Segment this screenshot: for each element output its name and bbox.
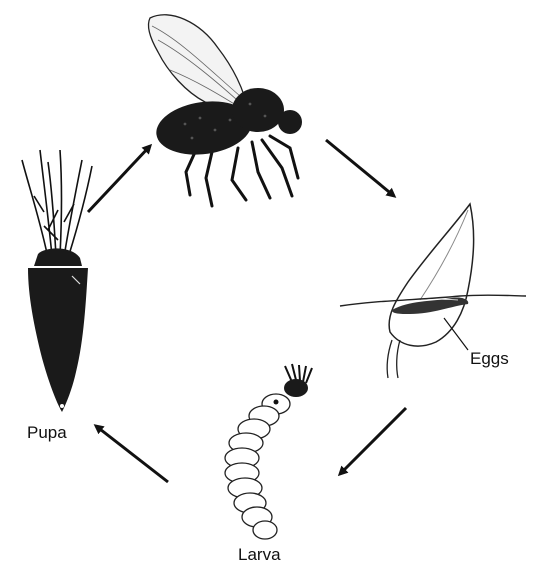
arrow-pupa-to-adult: [88, 146, 150, 212]
pupa-icon: [22, 150, 92, 412]
adult-fly-icon: [148, 15, 302, 206]
arrow-larva-to-pupa: [96, 426, 168, 482]
eggs-label: Eggs: [470, 350, 509, 367]
larva-icon: [225, 364, 312, 539]
pupa-label: Pupa: [27, 424, 67, 441]
larva-label: Larva: [238, 546, 281, 563]
arrow-eggs-to-larva: [340, 408, 406, 474]
arrow-adult-to-eggs: [326, 140, 394, 196]
